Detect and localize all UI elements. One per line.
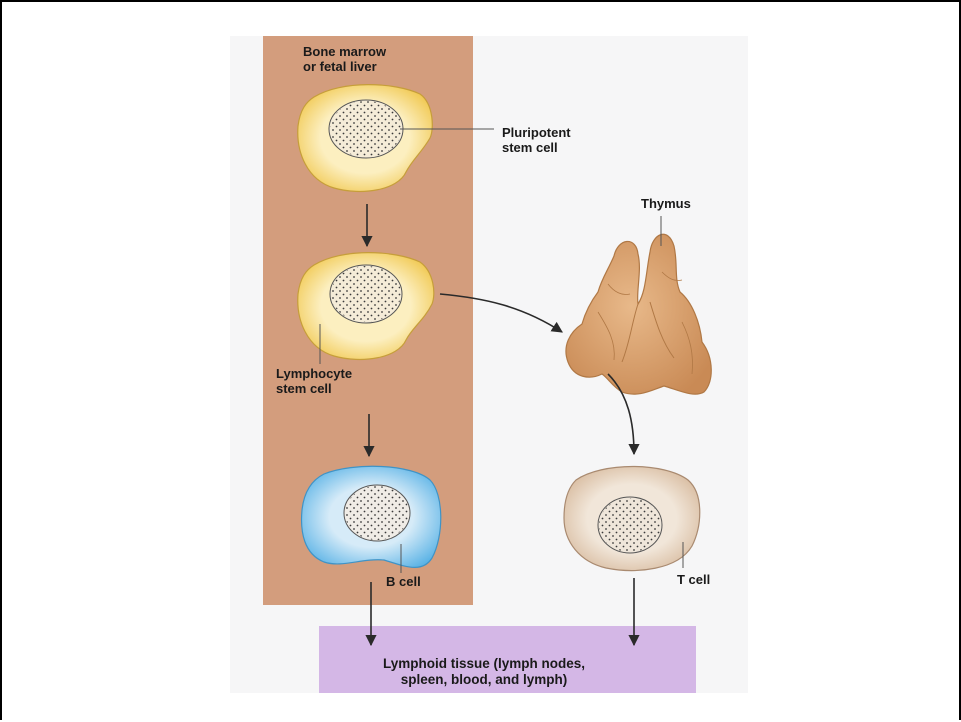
lymphocyte-stem-cell-label: Lymphocyte stem cell xyxy=(276,366,352,396)
arrow-lymphocyte-to-thymus xyxy=(440,294,562,332)
thymus-label: Thymus xyxy=(641,196,691,211)
lymphoid-tissue-label: Lymphoid tissue (lymph nodes, spleen, bl… xyxy=(360,656,608,688)
pluripotent-stem-cell-label: Pluripotent stem cell xyxy=(502,125,571,155)
b-cell xyxy=(302,466,441,567)
t-cell xyxy=(564,467,700,571)
lymphocyte-stem-cell xyxy=(298,253,434,360)
thymus-organ-icon xyxy=(566,234,711,394)
bone-marrow-label: Bone marrow or fetal liver xyxy=(303,44,386,74)
pluripotent-stem-cell xyxy=(298,85,433,192)
t-cell-label: T cell xyxy=(677,572,710,587)
b-cell-label: B cell xyxy=(386,574,421,589)
